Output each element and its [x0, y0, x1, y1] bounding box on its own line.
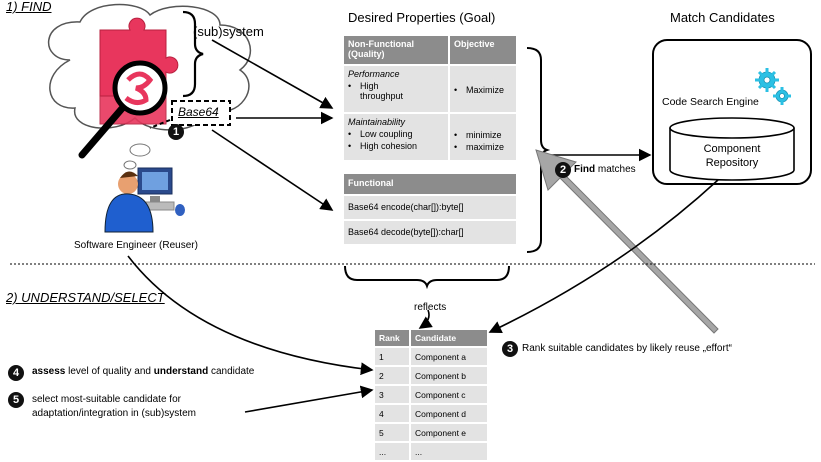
- functional-header: Functional: [344, 174, 516, 194]
- database-icon: [669, 117, 795, 181]
- section-find-title: 1) FIND: [6, 0, 52, 14]
- step-5-badge: 5: [8, 392, 24, 408]
- subsystem-label: (sub)system: [193, 24, 264, 39]
- engineer-label: Software Engineer (Reuser): [74, 240, 198, 251]
- col-candidate: Candidate: [411, 330, 487, 346]
- functional-row-encode: Base64 encode(char[]):byte[]: [344, 196, 516, 219]
- rank-step-label: Rank suitable candidates by likely reuse…: [522, 343, 732, 354]
- step-2-badge: 2: [555, 162, 571, 178]
- functional-row-decode: Base64 decode(byte[]):char[]: [344, 221, 516, 244]
- step-3-badge: 3: [502, 341, 518, 357]
- component-repository-label: Component Repository: [703, 143, 761, 169]
- col-rank: Rank: [375, 330, 409, 346]
- maint-item-1: Low coupling: [360, 129, 413, 139]
- magnifier-icon: [78, 60, 168, 159]
- diagram-canvas: [10, 3, 815, 413]
- col-objective: Objective: [450, 36, 516, 64]
- thought-bubble-icon: [123, 143, 151, 170]
- big-gray-arrow: [535, 149, 719, 334]
- maint-objective-1: minimize: [466, 130, 502, 140]
- base64-box: [171, 100, 231, 126]
- section-understand-title: 2) UNDERSTAND/SELECT: [6, 290, 165, 305]
- functional-table: Functional Base64 encode(char[]):byte[] …: [344, 174, 516, 244]
- reflects-label: reflects: [414, 302, 447, 313]
- maint-objective-2: maximize: [466, 142, 505, 152]
- subsystem-bracket: [182, 10, 204, 98]
- select-step-label: select most-suitable candidate for adapt…: [32, 394, 196, 419]
- performance-title: Performance: [348, 69, 400, 79]
- assess-step-label: assess level of quality and understand c…: [32, 366, 255, 377]
- find-matches-label: Find matches: [574, 164, 636, 175]
- base64-label: Base64: [178, 105, 219, 119]
- performance-item: High throughput: [360, 81, 404, 101]
- performance-objective: Maximize: [466, 85, 505, 95]
- col-nonfunctional: Non-Functional (Quality): [344, 36, 448, 64]
- step-4-badge: 4: [8, 365, 24, 381]
- engineer-icon: [104, 167, 185, 233]
- nonfunctional-table: Non-Functional (Quality) Objective Perfo…: [344, 36, 516, 160]
- maint-item-2: High cohesion: [360, 141, 418, 151]
- step-1-badge: 1: [168, 124, 184, 140]
- desired-properties-heading: Desired Properties (Goal): [348, 10, 496, 25]
- match-candidates-heading: Match Candidates: [670, 10, 775, 25]
- maintainability-title: Maintainability: [348, 117, 406, 127]
- code-search-engine-label: Code Search Engine: [662, 96, 759, 108]
- gear-icon: [755, 68, 791, 105]
